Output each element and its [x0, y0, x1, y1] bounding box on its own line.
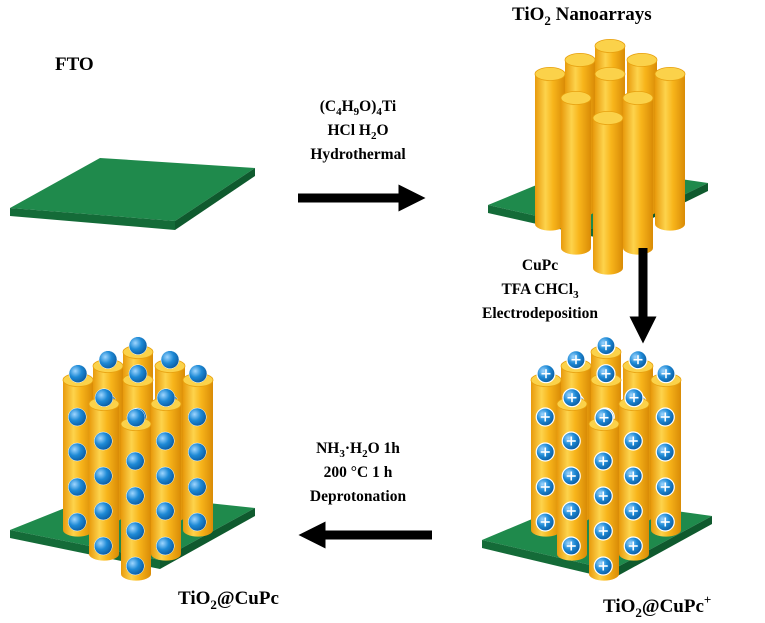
cupc-particle	[126, 486, 145, 506]
svg-text:Electrodeposition: Electrodeposition	[482, 305, 598, 322]
cupc-plus-particle	[623, 466, 643, 486]
cupc-particle	[94, 536, 113, 556]
nanorod	[150, 388, 182, 561]
nanorod	[62, 364, 94, 537]
hydrothermal-conditions: (C4H9O)4Ti HCl H2O Hydrothermal	[310, 98, 406, 163]
cupc-particle	[156, 536, 175, 556]
svg-text:HCl H2O: HCl H2O	[327, 122, 388, 142]
cupc-plus-particle	[596, 364, 616, 384]
cupc-particle	[126, 408, 146, 427]
cupc-particle	[68, 442, 87, 462]
cupc-plus-particle	[656, 364, 676, 384]
nanorod	[530, 364, 562, 537]
cupc-particle	[160, 350, 180, 369]
svg-text:NH3·H2O 1h: NH3·H2O 1h	[316, 440, 400, 460]
cupc-plus-particle	[655, 442, 675, 462]
cupc-particle	[68, 477, 87, 497]
svg-text:CuPc: CuPc	[522, 257, 558, 274]
cupc-plus-particle	[561, 536, 581, 556]
cupc-particle	[126, 556, 145, 576]
cupc-particle	[98, 350, 118, 369]
deprotonation-conditions: NH3·H2O 1h 200 °C 1 h Deprotonation	[310, 440, 407, 505]
cupc-particle	[156, 388, 176, 407]
cupc-plus-particle	[623, 501, 643, 521]
cupc-plus-particle	[561, 501, 581, 521]
cupc-particle	[94, 466, 113, 486]
svg-text:Deprotonation: Deprotonation	[310, 488, 407, 505]
cupc-plus-particle	[593, 521, 613, 541]
nanorod	[120, 408, 152, 581]
cupc-particle	[126, 521, 145, 541]
cupc-plus-particle	[624, 388, 644, 408]
tio2-cupc-plus-label: TiO2@CuPc+	[603, 592, 711, 620]
cupc-particle	[188, 442, 207, 462]
cupc-particle	[156, 431, 175, 451]
nanorod	[650, 364, 682, 537]
nanorod	[588, 408, 620, 581]
cupc-plus-particle	[655, 477, 675, 497]
cupc-plus-particle	[535, 407, 555, 427]
svg-text:Hydrothermal: Hydrothermal	[310, 146, 406, 163]
cupc-plus-particle	[535, 442, 555, 462]
cupc-particle	[94, 388, 114, 407]
cupc-particle	[188, 477, 207, 497]
nanorod	[618, 388, 650, 561]
tio2-nanoarrays-label: TiO2 Nanoarrays	[512, 4, 652, 28]
cupc-plus-particle	[594, 408, 614, 428]
nanorod	[622, 91, 654, 255]
cupc-particle	[188, 407, 207, 427]
cupc-plus-particle	[655, 407, 675, 427]
cupc-plus-particle	[561, 431, 581, 451]
cupc-plus-particle	[593, 556, 613, 576]
cupc-particle	[188, 512, 207, 532]
cupc-plus-particle	[536, 364, 556, 384]
cupc-particle	[94, 431, 113, 451]
cupc-plus-particle	[596, 336, 616, 356]
tio2-cupc-plus	[482, 336, 712, 581]
fto-substrate	[10, 158, 255, 230]
svg-text:200 °C 1 h: 200 °C 1 h	[324, 464, 393, 481]
nanorod	[592, 111, 624, 275]
cupc-particle	[68, 512, 87, 532]
cupc-plus-particle	[535, 477, 555, 497]
cupc-particle	[68, 407, 87, 427]
cupc-particle	[68, 364, 88, 383]
nanorod	[654, 67, 686, 231]
cupc-particle	[128, 336, 148, 355]
tio2-nanoarrays	[488, 39, 708, 275]
nanorod	[560, 91, 592, 255]
nanorod	[534, 67, 566, 231]
svg-text:TFA CHCl3: TFA CHCl3	[501, 281, 579, 301]
cupc-particle	[188, 364, 208, 383]
cupc-plus-particle	[535, 512, 555, 532]
electrodeposition-conditions: CuPc TFA CHCl3 Electrodeposition	[482, 257, 598, 322]
nanorod	[182, 364, 214, 537]
nanorod	[556, 388, 588, 561]
cupc-plus-particle	[562, 388, 582, 408]
cupc-particle	[94, 501, 113, 521]
cupc-plus-particle	[655, 512, 675, 532]
fto-label: FTO	[55, 54, 94, 75]
cupc-plus-particle	[566, 350, 586, 370]
tio2-cupc	[10, 336, 255, 581]
cupc-plus-particle	[593, 451, 613, 471]
cupc-plus-particle	[623, 431, 643, 451]
tio2-cupc-label: TiO2@CuPc	[178, 588, 279, 612]
cupc-plus-particle	[628, 350, 648, 370]
cupc-particle	[156, 501, 175, 521]
cupc-plus-particle	[593, 486, 613, 506]
nanorod	[88, 388, 120, 561]
cupc-plus-particle	[561, 466, 581, 486]
cupc-particle	[126, 451, 145, 471]
cupc-particle	[128, 364, 148, 383]
svg-text:(C4H9O)4Ti: (C4H9O)4Ti	[320, 98, 397, 118]
cupc-plus-particle	[623, 536, 643, 556]
cupc-particle	[156, 466, 175, 486]
